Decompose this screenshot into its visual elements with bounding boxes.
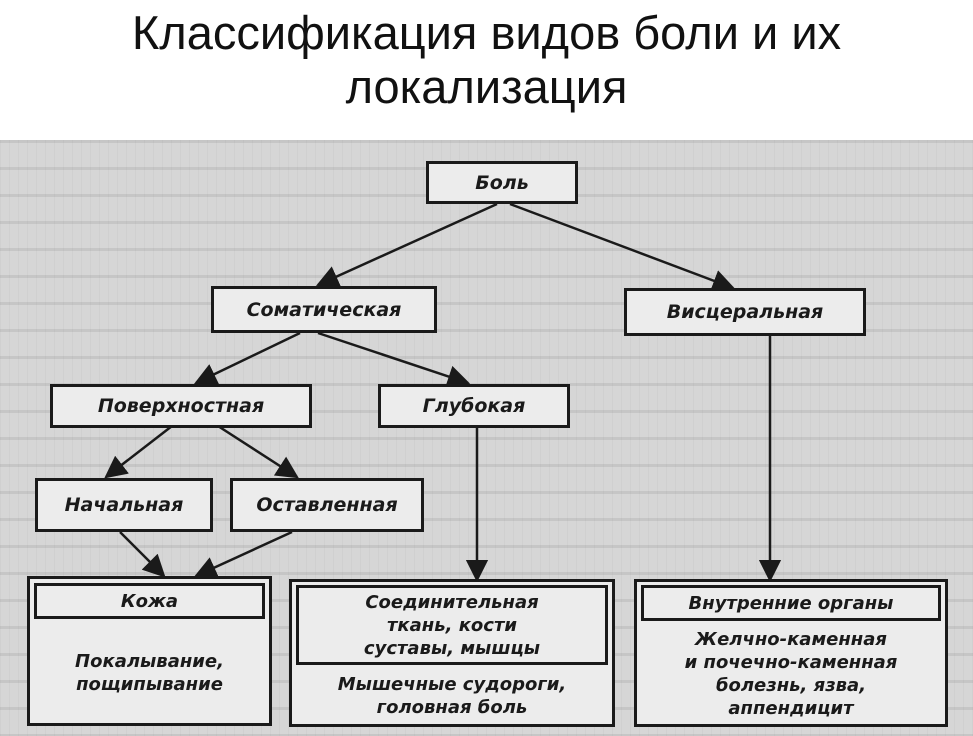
loc-skin-label: Кожа <box>34 583 265 619</box>
node-visceral: Висцеральная <box>624 288 866 336</box>
edge-somatic-superficial <box>193 331 301 385</box>
edge-residual-skin <box>193 530 293 578</box>
edge-pain-somatic <box>315 202 498 287</box>
loc-internal-label: Внутренние органы <box>641 585 941 621</box>
page-title: Классификация видов боли и их локализаци… <box>131 6 842 113</box>
edge-superficial-residual <box>217 424 299 479</box>
loc-skin-sensation: Покалывание, пощипывание <box>75 650 224 695</box>
node-initial: Начальная <box>35 478 213 532</box>
loc-connective-label: Соединительная ткань, кости суставы, мыш… <box>296 585 608 665</box>
edge-initial-skin <box>119 531 166 578</box>
node-pain: Боль <box>426 161 578 204</box>
loc-internal <box>634 579 948 727</box>
loc-internal-sensation: Желчно-каменная и почечно-каменная болез… <box>684 629 898 719</box>
edge-superficial-initial <box>104 425 173 479</box>
node-deep: Глубокая <box>378 384 570 428</box>
loc-connective <box>289 579 615 727</box>
node-residual: Оставленная <box>230 478 424 532</box>
node-superficial: Поверхностная <box>50 384 312 428</box>
edge-pain-visceral <box>509 202 736 292</box>
loc-connective-sensation: Мышечные судороги, головная боль <box>337 674 567 718</box>
edge-somatic-deep <box>317 331 471 388</box>
node-somatic: Соматическая <box>211 286 437 333</box>
loc-skin <box>27 576 272 726</box>
